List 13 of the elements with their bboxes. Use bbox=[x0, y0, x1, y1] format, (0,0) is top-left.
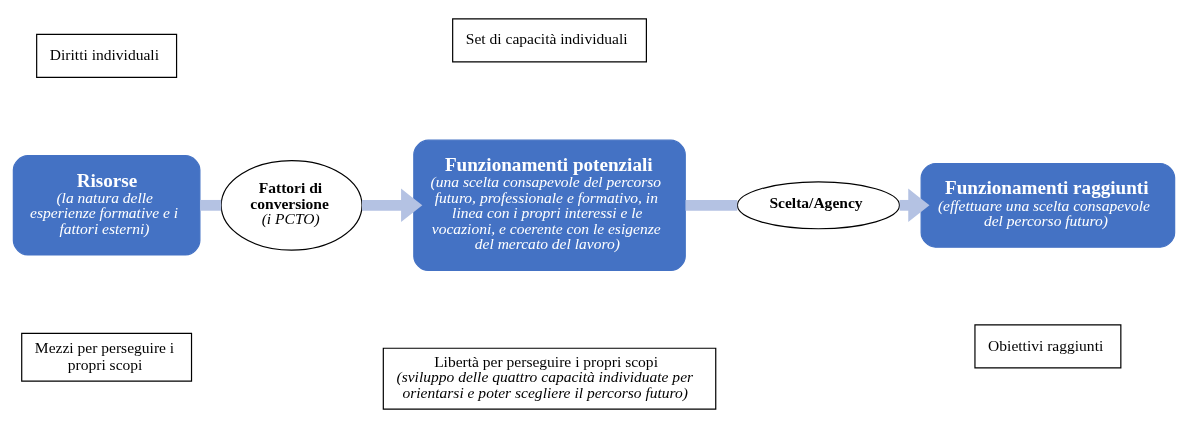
node-box: Mezzi per perseguire i propri scopi bbox=[21, 332, 193, 382]
node-box: Risorse (la natura delle esperienze formative e i fattori esterni) bbox=[12, 154, 201, 256]
arrow bbox=[361, 188, 423, 222]
node-ellipse: Scelta/Agency bbox=[736, 180, 901, 229]
node-ellipse: Fattori di conversione (i PCTO) bbox=[220, 159, 363, 251]
node-box: Diritti individuali bbox=[36, 33, 178, 78]
node-box: Libertà per perseguire i propri scopi (sviluppo delle quattro capacità individuate per orientarsi e poter scegliere il percorso futuro) bbox=[382, 347, 717, 410]
node-box: Funzionamenti raggiunti (effettuare una scelta consapevole del percorso futuro) bbox=[920, 162, 1176, 248]
node-box: Funzionamenti potenziali (una scelta consapevole del percorso futuro, professionale e formativo, in linea con i propri interessi e le vocazioni, e coerente con le esigenze del mercato del lavoro) bbox=[413, 139, 686, 271]
node-box: Set di capacità individuali bbox=[452, 17, 647, 62]
connector bbox=[685, 199, 738, 211]
node-box: Obiettivi raggiunti bbox=[974, 323, 1122, 369]
connector bbox=[200, 199, 222, 211]
